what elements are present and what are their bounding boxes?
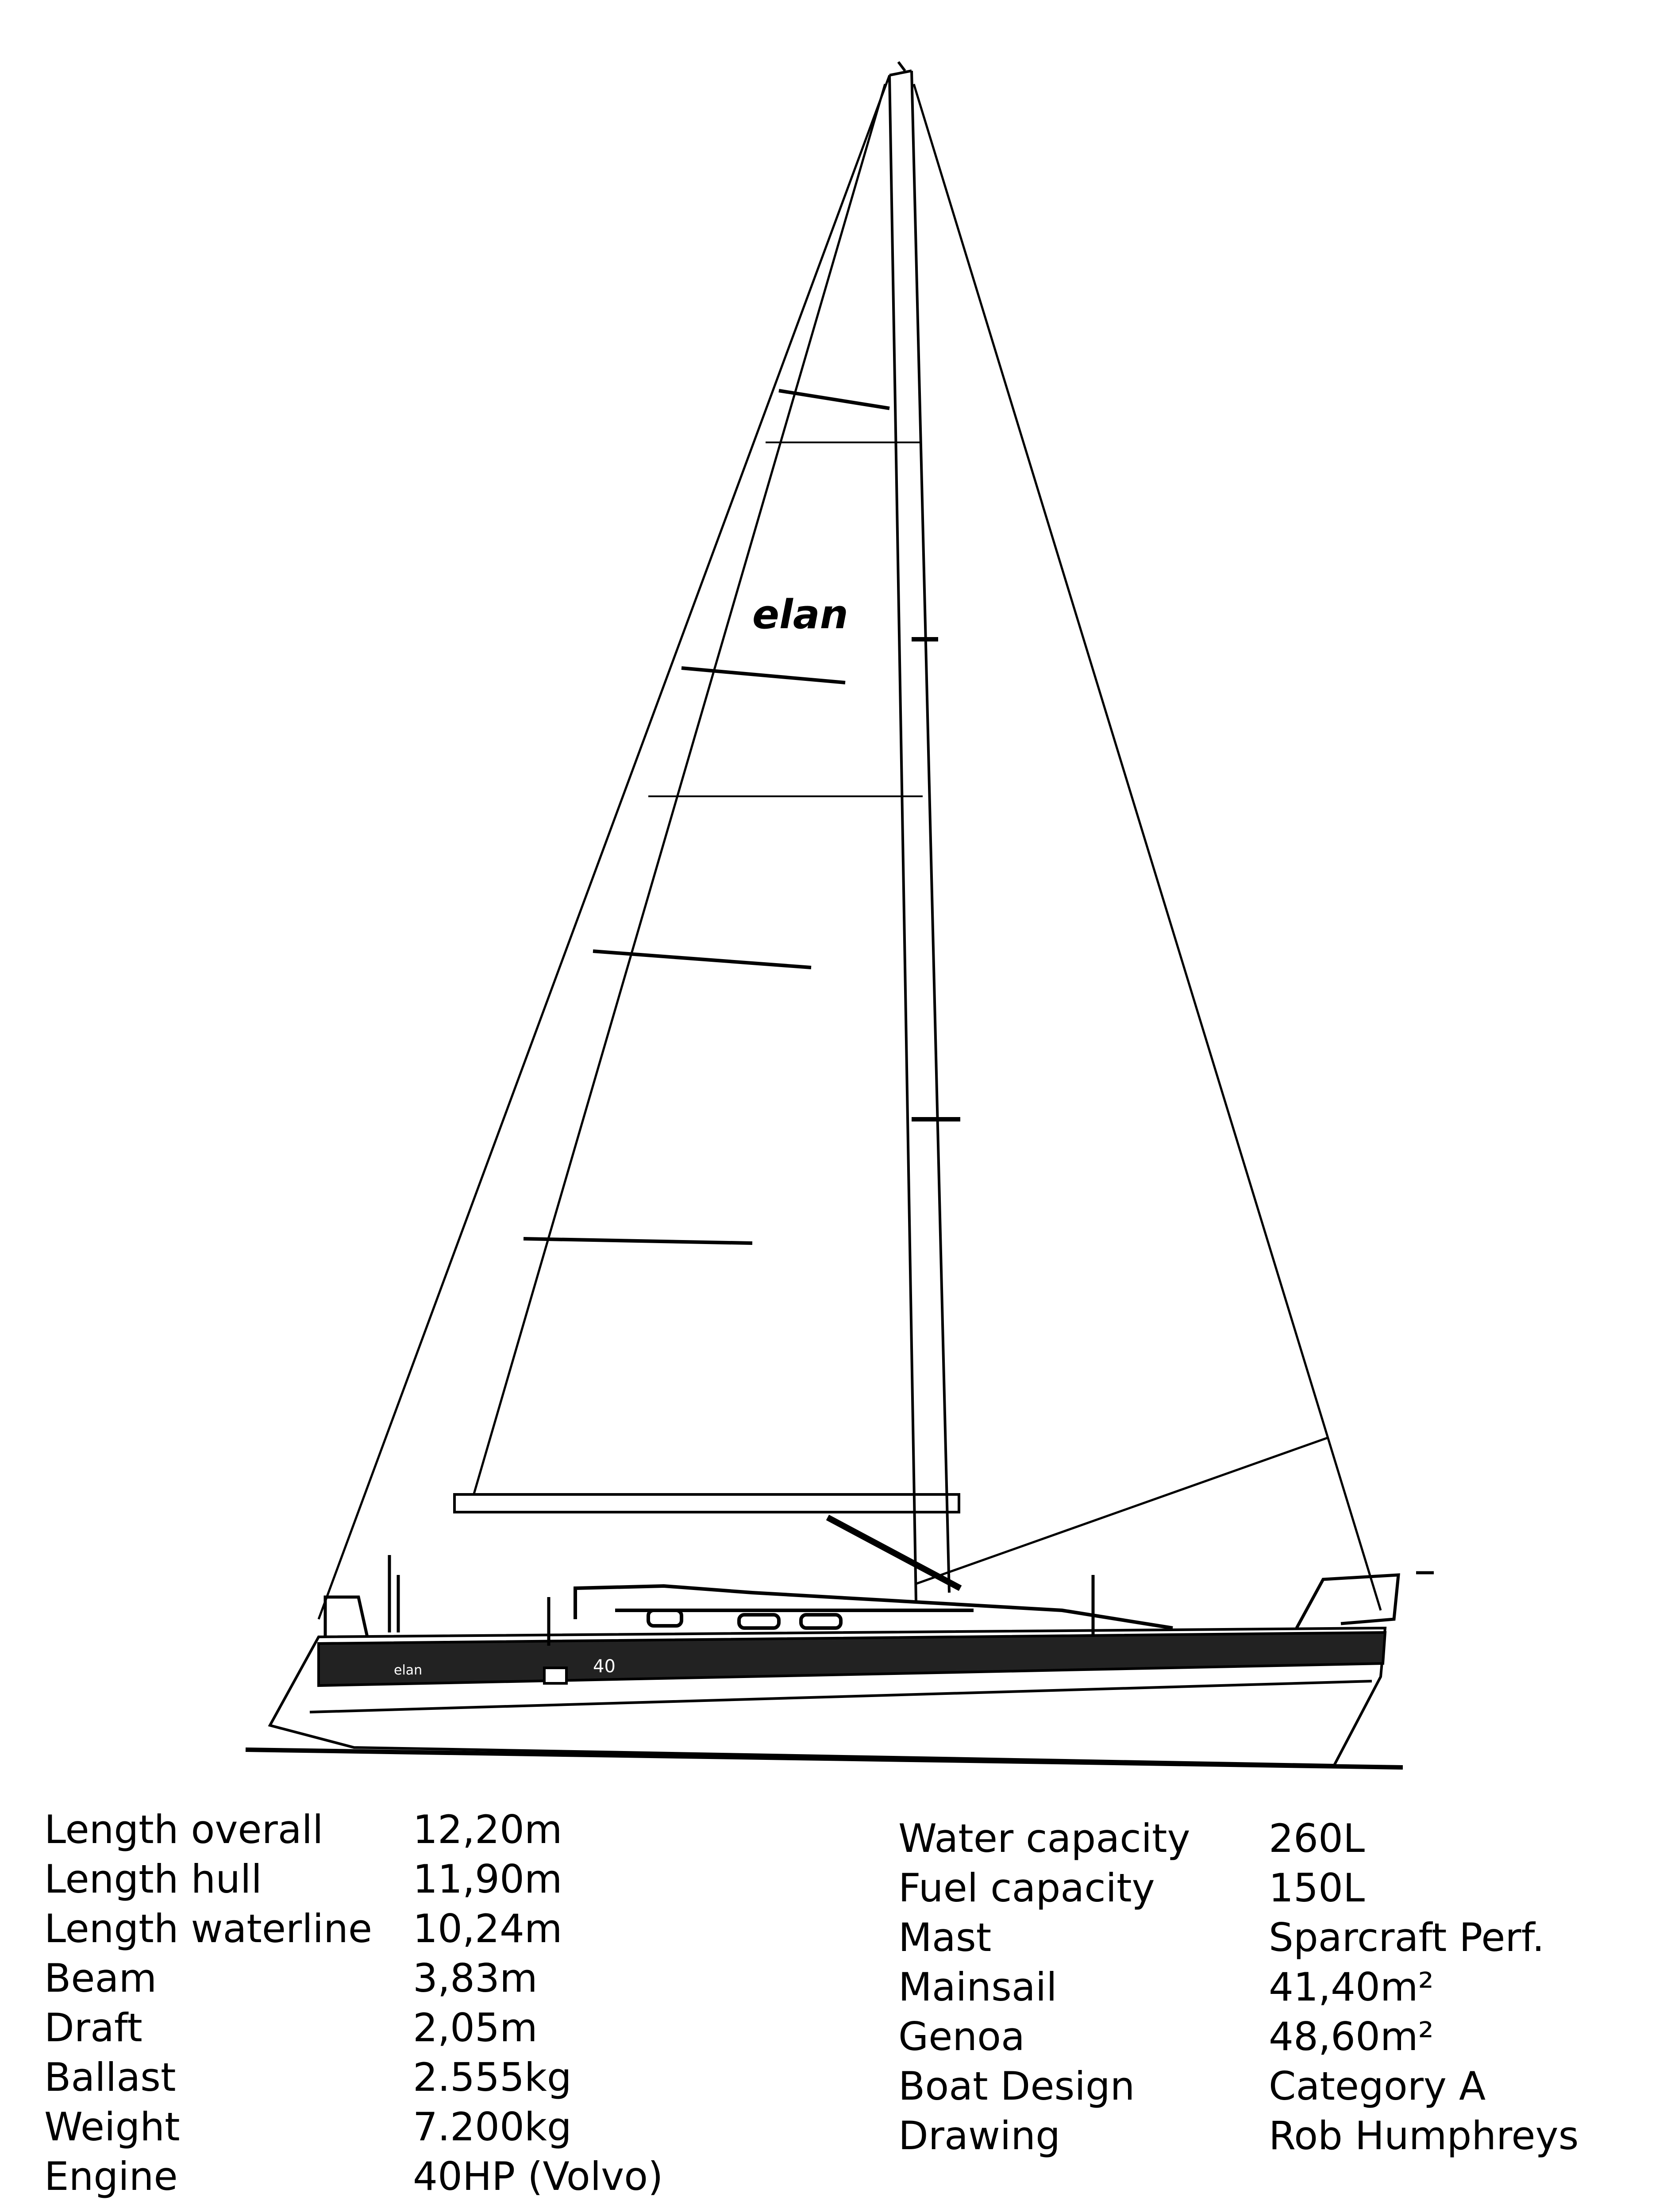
sail-seams xyxy=(648,442,923,797)
spec-value: 2,05m xyxy=(413,2005,538,2051)
spec-label: Length waterline xyxy=(44,1906,373,1951)
spec-label: Length overall xyxy=(44,1807,323,1852)
spec-value: 10,24m xyxy=(413,1906,562,1951)
hull-stripe xyxy=(317,1631,1387,1687)
spec-label: Water capacity xyxy=(898,1816,1190,1861)
spec-value: 7.200kg xyxy=(413,2104,572,2150)
spec-label: Drawing xyxy=(898,2113,1060,2158)
spec-label: Length hull xyxy=(44,1856,262,1902)
spec-value: 41,40m² xyxy=(1269,1964,1434,2010)
boom-vang xyxy=(826,1514,962,1591)
mast xyxy=(888,61,951,1602)
hull xyxy=(245,1626,1403,1770)
sailboat-profile-drawing: elan elan 40 xyxy=(245,61,1434,1770)
spec-label: Ballast xyxy=(44,2055,176,2100)
spec-value: 40HP (Volvo) xyxy=(413,2154,663,2199)
forestay xyxy=(912,84,1382,1611)
sail-battens xyxy=(523,389,890,1245)
cabin xyxy=(574,1584,1173,1630)
spec-label: Boat Design xyxy=(898,2063,1135,2109)
spec-label: Fuel capacity xyxy=(898,1865,1155,1911)
mast-fittings xyxy=(912,637,960,1121)
hull-logo: elan xyxy=(394,1663,422,1678)
hull-model-number: 40 xyxy=(593,1656,616,1677)
spec-value: Rob Humphreys xyxy=(1269,2113,1579,2158)
spec-value: Category A xyxy=(1269,2063,1486,2109)
spec-value: 2.555kg xyxy=(413,2055,572,2100)
boom xyxy=(453,1493,960,1513)
spec-value: 12,20m xyxy=(413,1807,562,1852)
sail-logo: elan xyxy=(752,591,848,638)
spec-value: 11,90m xyxy=(413,1856,562,1902)
spec-label: Weight xyxy=(44,2104,180,2150)
spec-value: 48,60m² xyxy=(1269,2014,1434,2059)
backstay xyxy=(317,75,891,1620)
spec-value: Sparcraft Perf. xyxy=(1269,1915,1545,1960)
spec-label: Beam xyxy=(44,1955,157,2001)
spec-label: Mast xyxy=(898,1915,992,1960)
mainsail-leech xyxy=(472,84,886,1496)
spec-label: Engine xyxy=(44,2154,178,2199)
inner-stay xyxy=(916,1436,1328,1585)
spec-value: 3,83m xyxy=(413,1955,538,2001)
deck-hardware xyxy=(323,1555,1434,1646)
spec-label: Draft xyxy=(44,2005,142,2051)
spec-value: 260L xyxy=(1269,1816,1365,1861)
spec-label: Mainsail xyxy=(898,1964,1057,2010)
spec-label: Genoa xyxy=(898,2014,1025,2059)
spec-value: 150L xyxy=(1269,1865,1365,1911)
